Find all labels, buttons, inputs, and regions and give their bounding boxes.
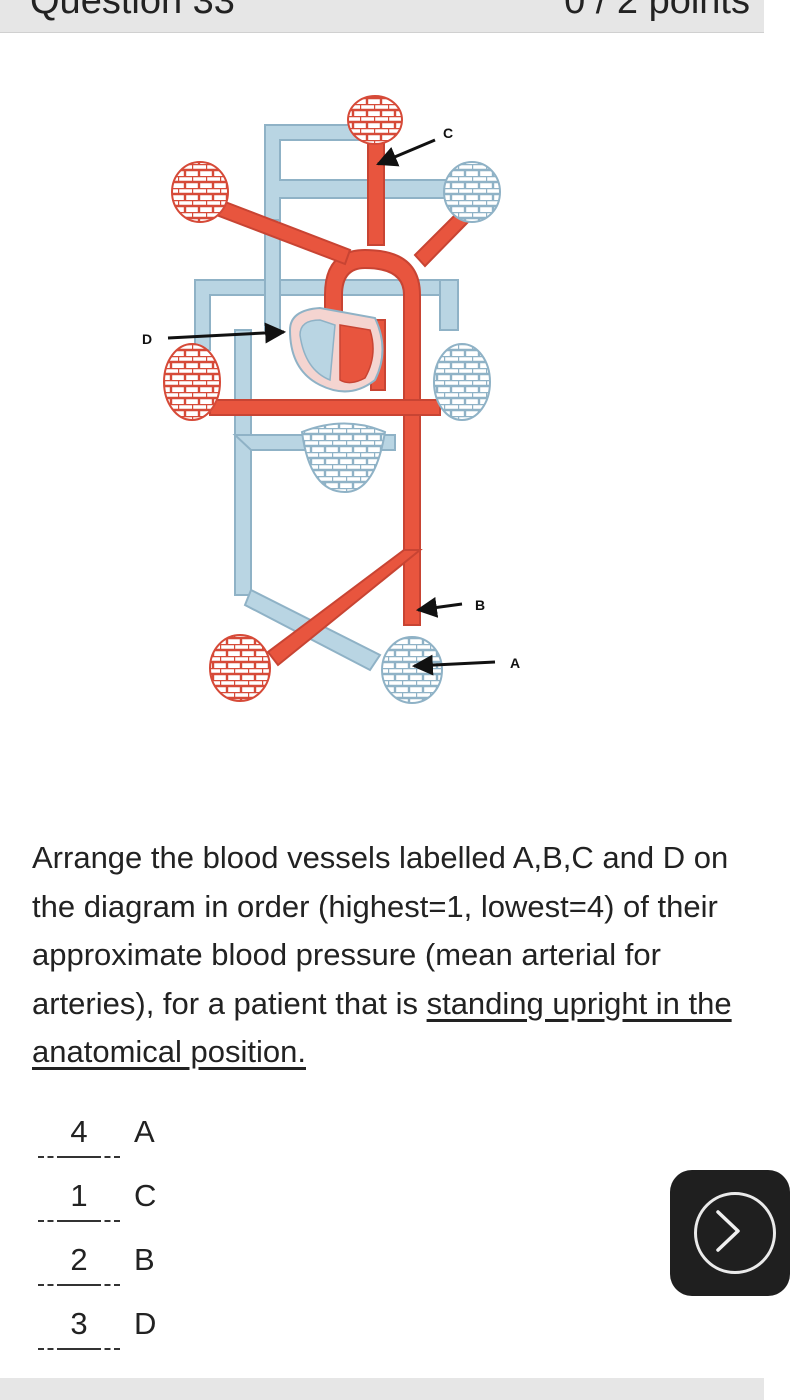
answer-list: 4 A 1 C 2 B 3 D <box>36 1100 156 1356</box>
answer-letter: A <box>134 1114 155 1149</box>
answer-row: 3 D <box>36 1292 156 1356</box>
question-points: 0 / 2 points <box>564 0 750 22</box>
chevron-right-icon <box>716 1210 740 1252</box>
label-a: A <box>510 655 520 671</box>
question-text: Arrange the blood vessels labelled A,B,C… <box>32 840 729 1021</box>
question-prompt: Arrange the blood vessels labelled A,B,C… <box>32 834 762 1077</box>
heart <box>288 306 384 393</box>
answer-letter: D <box>134 1306 157 1341</box>
answer-row: 2 B <box>36 1228 156 1292</box>
answer-row: 4 A <box>36 1100 156 1164</box>
question-emphasis: standing upright in the anatomical posit… <box>32 985 732 1070</box>
next-question-button[interactable] <box>670 1170 790 1296</box>
answer-input[interactable]: 3 <box>36 1306 122 1350</box>
question-header: Question 33 0 / 2 points <box>0 0 764 33</box>
answer-input[interactable]: 1 <box>36 1178 122 1222</box>
circulation-diagram: C D B A <box>142 95 520 704</box>
question-title: Question 33 <box>30 0 235 22</box>
capillary-beds <box>163 95 501 704</box>
label-d: D <box>142 331 152 347</box>
answer-letter: C <box>134 1178 157 1213</box>
answer-input[interactable]: 2 <box>36 1242 122 1286</box>
answer-letter: B <box>134 1242 155 1277</box>
next-ring <box>694 1192 776 1274</box>
answer-row: 1 C <box>36 1164 156 1228</box>
pointer-arrows <box>167 138 496 676</box>
label-b: B <box>475 597 485 613</box>
next-question-header <box>0 1378 764 1400</box>
answer-input[interactable]: 4 <box>36 1114 122 1158</box>
label-c: C <box>443 125 453 141</box>
